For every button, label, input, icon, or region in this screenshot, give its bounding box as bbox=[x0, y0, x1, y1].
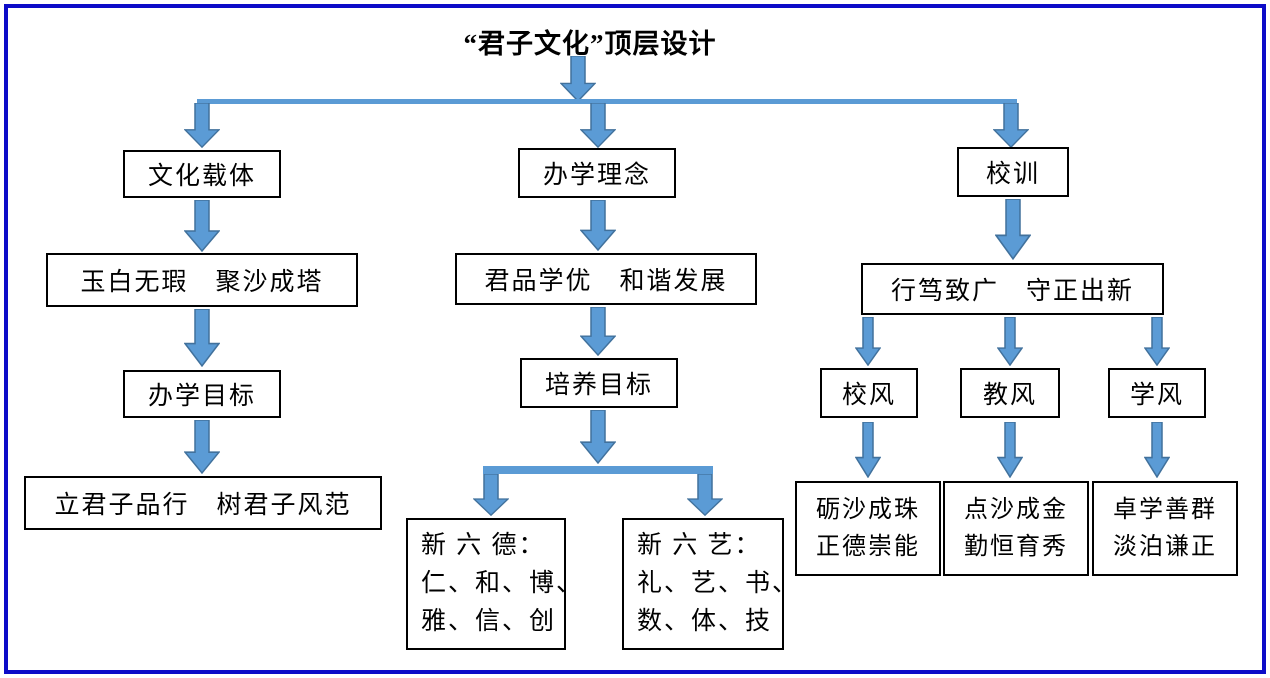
arrow-down-icon bbox=[687, 474, 723, 516]
node-label: 文化载体 bbox=[147, 163, 256, 190]
diagram-canvas: “君子文化”顶层设计 文化载体 玉白无瑕 聚沙成塔 bbox=[8, 8, 1262, 670]
arrow-down-icon bbox=[995, 199, 1031, 260]
leaf-line: 勤恒育秀 bbox=[964, 533, 1068, 560]
leaf-line: 仁、和、博、 bbox=[421, 570, 584, 597]
leaf-line: 数、体、技 bbox=[637, 608, 773, 635]
node-label: 培养目标 bbox=[544, 372, 653, 399]
node-label: 学风 bbox=[1129, 382, 1184, 409]
arrow-down-icon bbox=[855, 317, 881, 366]
arrow-down-icon bbox=[993, 103, 1029, 148]
node-motto-text: 行笃致广 守正出新 bbox=[861, 263, 1164, 315]
leaf-school-ethos-motto: 砺沙成珠 正德崇能 bbox=[795, 481, 941, 576]
arrow-down-icon bbox=[184, 103, 220, 148]
node-school-philosophy: 办学理念 bbox=[518, 148, 676, 198]
arrow-down-icon bbox=[473, 474, 509, 516]
arrow-down-icon bbox=[997, 317, 1023, 366]
arrow-down-icon bbox=[184, 309, 220, 367]
node-carrier-motto: 玉白无瑕 聚沙成塔 bbox=[46, 253, 358, 307]
node-label: 教风 bbox=[982, 382, 1037, 409]
node-label: 办学目标 bbox=[147, 383, 256, 410]
node-learning-ethos: 学风 bbox=[1108, 368, 1206, 418]
node-label: 行笃致广 守正出新 bbox=[890, 278, 1134, 305]
node-label: 校训 bbox=[985, 161, 1040, 188]
arrow-down-icon bbox=[580, 410, 616, 464]
arrow-down-icon bbox=[1144, 422, 1170, 478]
node-label: 玉白无瑕 聚沙成塔 bbox=[80, 269, 324, 296]
node-label: 立君子品行 树君子风范 bbox=[54, 492, 352, 519]
leaf-line: 新 六 艺： bbox=[637, 532, 762, 559]
leaf-learning-ethos-motto: 卓学善群 淡泊谦正 bbox=[1092, 481, 1238, 576]
node-label: 君品学优 和谐发展 bbox=[484, 268, 728, 295]
leaf-teaching-ethos-motto: 点沙成金 勤恒育秀 bbox=[943, 481, 1089, 576]
node-goal-motto: 立君子品行 树君子风范 bbox=[24, 476, 382, 530]
node-label: 办学理念 bbox=[542, 162, 651, 189]
page-title: “君子文化”顶层设计 bbox=[463, 29, 717, 59]
node-new-six-arts: 新 六 艺： 礼、艺、书、 数、体、技 bbox=[622, 518, 797, 650]
arrow-down-icon bbox=[184, 200, 220, 252]
node-school-goal: 办学目标 bbox=[123, 370, 281, 418]
leaf-line: 礼、艺、书、 bbox=[637, 570, 800, 597]
leaf-line: 点沙成金 bbox=[964, 496, 1068, 523]
node-teaching-ethos: 教风 bbox=[960, 368, 1060, 418]
connector-line bbox=[483, 466, 713, 474]
leaf-line: 雅、信、创 bbox=[421, 608, 557, 635]
arrow-down-icon bbox=[580, 200, 616, 251]
node-culture-carrier: 文化载体 bbox=[123, 150, 281, 198]
node-label: 校风 bbox=[841, 382, 896, 409]
arrow-down-icon bbox=[184, 420, 220, 474]
diagram-frame: “君子文化”顶层设计 文化载体 玉白无瑕 聚沙成塔 bbox=[4, 4, 1266, 674]
leaf-line: 淡泊谦正 bbox=[1113, 533, 1217, 560]
leaf-line: 砺沙成珠 bbox=[816, 496, 920, 523]
arrow-down-icon bbox=[580, 103, 616, 148]
arrow-down-icon bbox=[1144, 317, 1170, 366]
node-cultivation-target: 培养目标 bbox=[520, 358, 678, 408]
connector-line bbox=[197, 99, 1017, 104]
leaf-line: 正德崇能 bbox=[816, 533, 920, 560]
arrow-down-icon bbox=[997, 422, 1023, 478]
leaf-line: 新 六 德： bbox=[421, 532, 546, 559]
arrow-down-icon bbox=[855, 422, 881, 478]
node-school-ethos: 校风 bbox=[820, 368, 918, 418]
node-philosophy-motto: 君品学优 和谐发展 bbox=[455, 253, 757, 305]
arrow-down-icon bbox=[560, 56, 596, 102]
leaf-line: 卓学善群 bbox=[1113, 496, 1217, 523]
node-new-six-virtues: 新 六 德： 仁、和、博、 雅、信、创 bbox=[406, 518, 581, 650]
node-school-motto: 校训 bbox=[957, 147, 1069, 197]
arrow-down-icon bbox=[580, 307, 616, 356]
